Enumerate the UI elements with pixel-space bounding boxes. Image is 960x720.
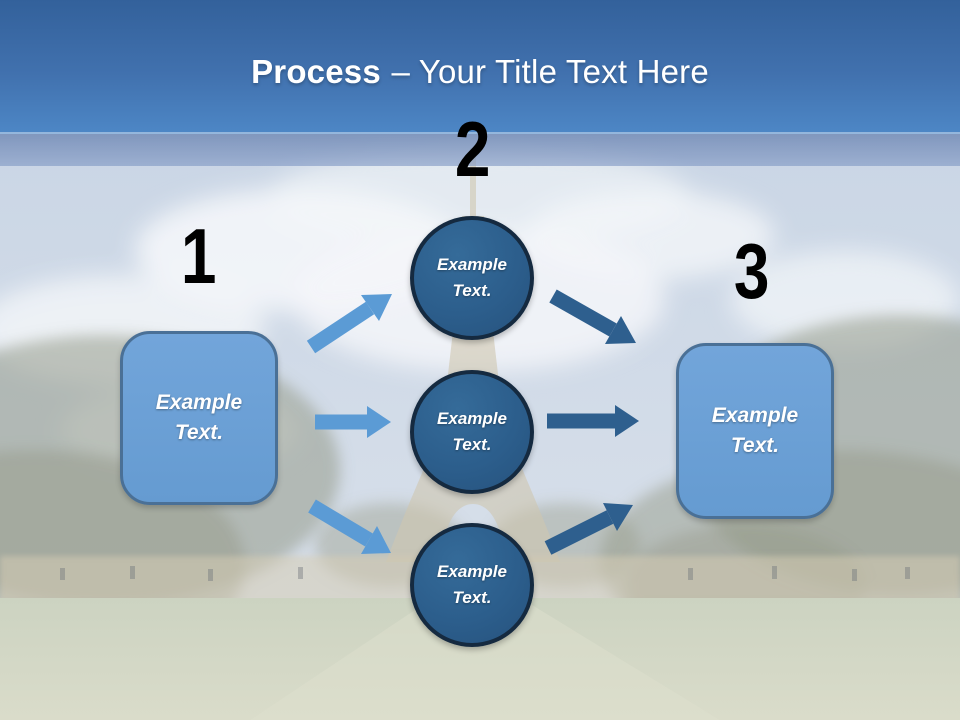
right-box-line2: Text. <box>730 434 780 457</box>
step-number-3: 3 <box>734 227 770 315</box>
title-bar: Process – Your Title Text Here <box>0 0 960 134</box>
circle-middle-line1: Example <box>437 409 507 428</box>
title-regular-text: – Your Title Text Here <box>391 53 709 90</box>
right-example-box: Example Text. <box>676 343 834 519</box>
circle-top-line2: Text. <box>452 281 492 300</box>
circle-top-line1: Example <box>437 255 507 274</box>
right-box-line1: Example <box>711 404 799 427</box>
slide-title: Process – Your Title Text Here <box>0 52 960 92</box>
circle-bottom-line1: Example <box>437 562 507 581</box>
title-highlight-strip <box>0 134 960 166</box>
left-example-box: Example Text. <box>120 331 278 505</box>
circle-bottom-line2: Text. <box>452 588 492 607</box>
circle-bottom: Example Text. <box>410 523 534 647</box>
circle-middle-line2: Text. <box>452 435 492 454</box>
step-number-1: 1 <box>181 212 217 300</box>
step-number-2: 2 <box>455 105 491 193</box>
circle-top: Example Text. <box>410 216 534 340</box>
left-box-line2: Text. <box>174 421 224 444</box>
title-bold-text: Process <box>251 53 381 90</box>
left-box-line1: Example <box>155 391 243 414</box>
circle-middle: Example Text. <box>410 370 534 494</box>
